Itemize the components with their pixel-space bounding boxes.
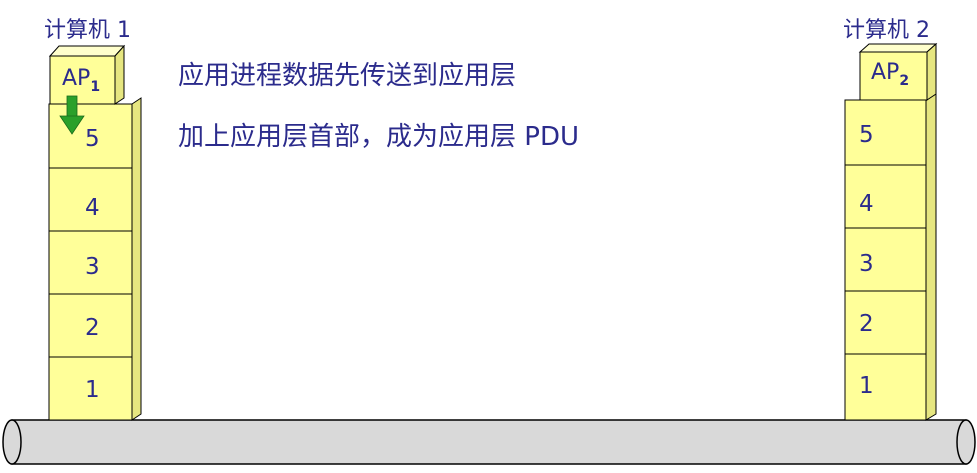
host2-ap-label: AP2 (871, 60, 909, 89)
host2-stack (844, 42, 938, 421)
caption-line-1: 应用进程数据先传送到应用层 (178, 61, 517, 91)
host1-title: 计算机 1 (44, 18, 131, 43)
host2-layer-4-label: 4 (859, 191, 874, 217)
host2-layer-2-block (844, 290, 927, 355)
host2-layer-4-block (844, 164, 927, 229)
host2-layer-5-block (844, 99, 927, 166)
host2-layer-3-block (844, 227, 927, 292)
host2-layer-5-label: 5 (859, 122, 874, 148)
host1-ap-label: AP1 (62, 66, 100, 95)
host2-layer-1-label: 1 (859, 373, 874, 399)
host1-layer-5-block (48, 103, 133, 169)
host1-layer-3-block (48, 230, 133, 295)
host1-layer-4-label: 4 (85, 195, 100, 221)
host1-ap-text: AP (62, 66, 91, 91)
host2-title: 计算机 2 (843, 18, 930, 43)
host1-layer-1-block (48, 356, 133, 421)
host1-layer-2-label: 2 (85, 315, 100, 341)
host2-ap-block (859, 51, 928, 101)
host1-layer-1-label: 1 (85, 377, 100, 403)
host1-stack (48, 44, 142, 421)
host1-ap-subscript: 1 (90, 79, 101, 95)
host1-layer-5-label: 5 (85, 126, 100, 152)
host2-layer-2-label: 2 (859, 311, 874, 337)
caption-line-2: 加上应用层首部，成为应用层 PDU (178, 122, 579, 152)
host2-ap-subscript: 2 (899, 73, 910, 89)
host1-ap-block (49, 55, 116, 105)
host2-layer-3-label: 3 (859, 251, 874, 277)
host2-ap-text: AP (871, 60, 900, 85)
network-cable (2, 419, 976, 465)
host2-layer-1-block (844, 353, 927, 421)
data-down-arrow (59, 95, 85, 135)
host1-layer-3-label: 3 (85, 254, 100, 280)
